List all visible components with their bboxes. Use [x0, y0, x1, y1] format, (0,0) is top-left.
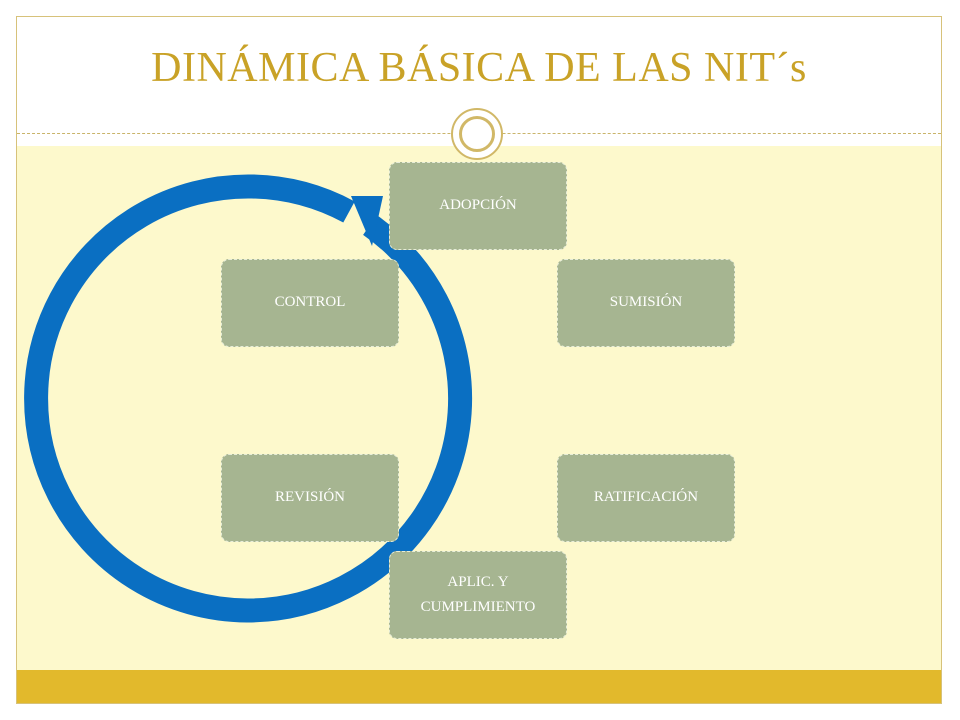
node-adopcion-label: ADOPCIÓN	[439, 197, 517, 214]
node-sumision-label: SUMISIÓN	[609, 294, 683, 311]
node-control-label: CONTROL	[274, 294, 346, 311]
node-adopcion: ADOPCIÓN	[389, 162, 567, 250]
cycle-ring-arrow	[24, 174, 473, 623]
node-control: CONTROL	[221, 259, 399, 347]
node-revision: REVISIÓN	[221, 454, 399, 542]
node-ratificacion: RATIFICACIÓN	[557, 454, 735, 542]
node-sumision: SUMISIÓN	[557, 259, 735, 347]
footer-bar	[17, 670, 941, 703]
node-aplicacion-label-line2: CUMPLIMIENTO	[420, 599, 536, 615]
node-revision-label: REVISIÓN	[275, 489, 345, 506]
cycle-arrowhead-icon	[351, 196, 383, 246]
slide-frame	[16, 16, 942, 704]
node-aplicacion-text: APLIC. Y CUMPLIMIENTO	[421, 570, 536, 621]
ornament-circle-icon	[451, 108, 503, 160]
slide-title: DINÁMICA BÁSICA DE LAS NIT´s	[151, 45, 807, 91]
node-aplicacion-label-line1: APLIC. Y	[447, 573, 509, 590]
ornament-inner-ring	[459, 116, 495, 152]
node-ratificacion-label: RATIFICACIÓN	[593, 489, 699, 506]
node-aplicacion-cumplimiento: APLIC. Y CUMPLIMIENTO	[389, 551, 567, 639]
